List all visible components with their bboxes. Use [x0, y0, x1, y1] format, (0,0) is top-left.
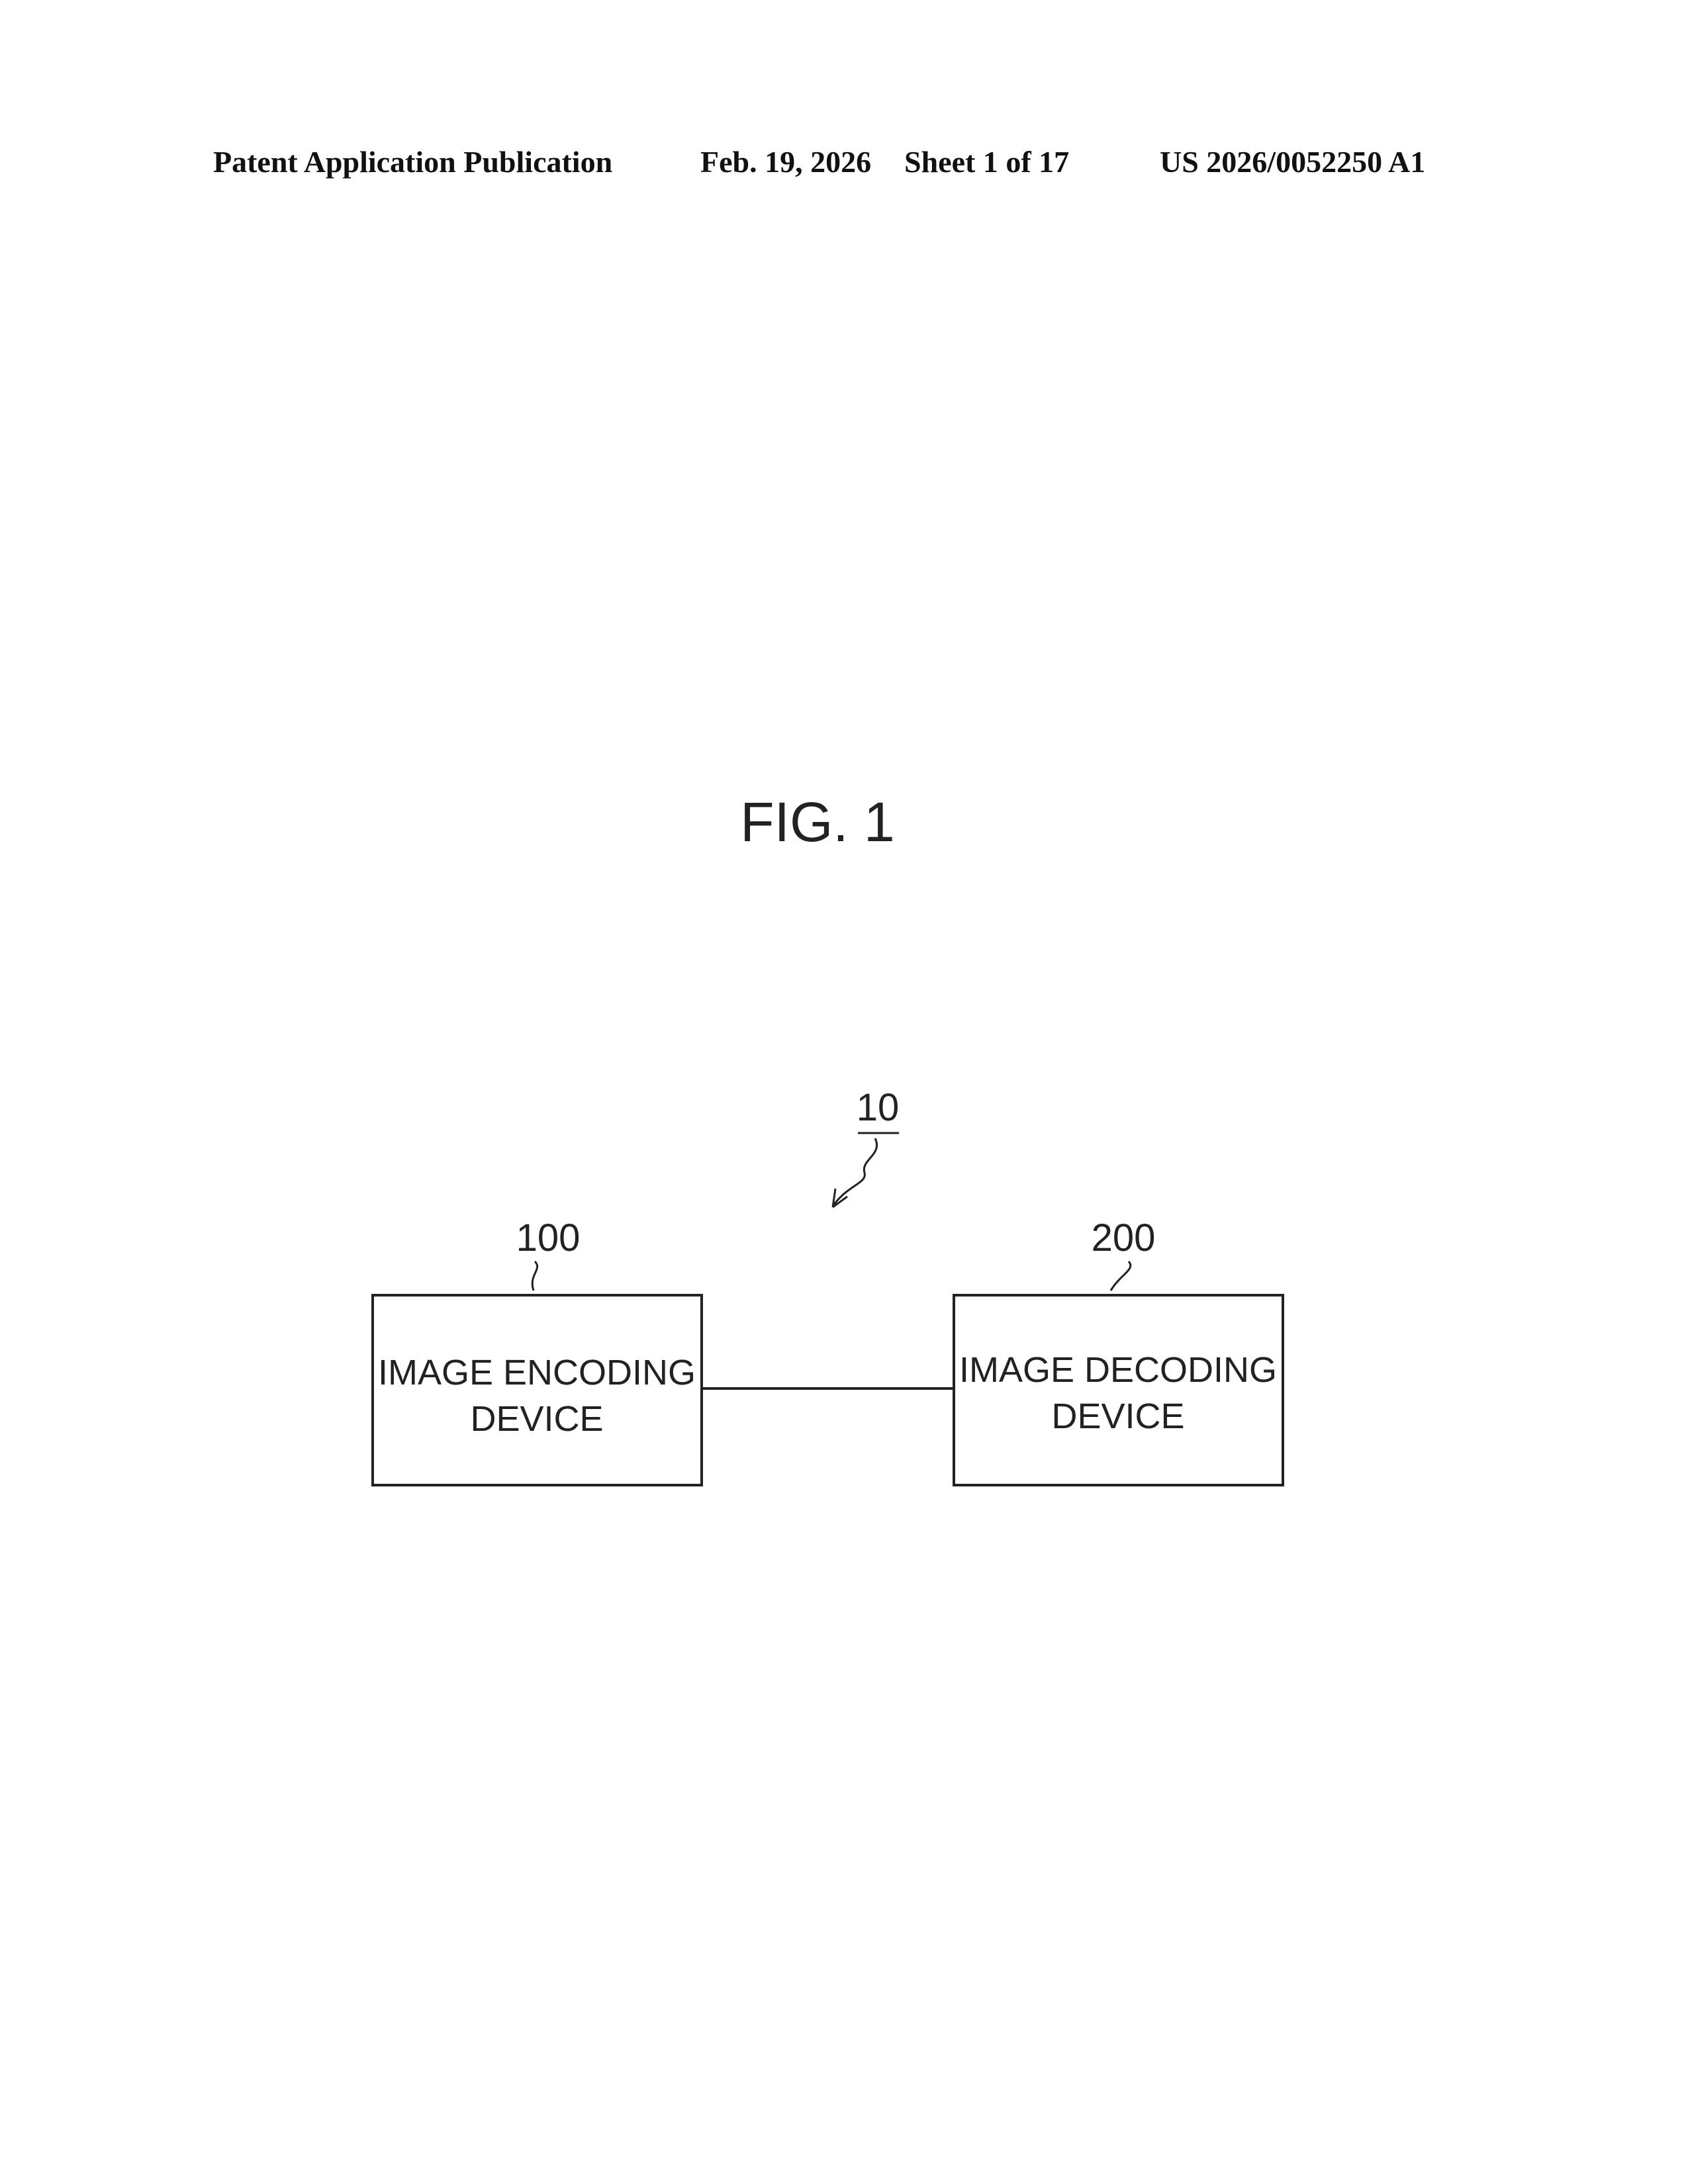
decoder-label-line2: DEVICE	[1051, 1396, 1184, 1436]
encoder-ref-label: 100	[516, 1216, 581, 1259]
encoder-label-line2: DEVICE	[470, 1399, 603, 1439]
decoder-block: 200 IMAGE DECODING DEVICE	[954, 1216, 1283, 1485]
decoder-box	[954, 1295, 1283, 1485]
decoder-ref-leader	[1111, 1261, 1131, 1291]
system-ref-label: 10	[857, 1086, 900, 1129]
system-ref-leader	[834, 1138, 877, 1205]
decoder-label-line1: IMAGE DECODING	[959, 1350, 1277, 1390]
encoder-block: 100 IMAGE ENCODING DEVICE	[373, 1216, 702, 1485]
encoder-ref-leader	[532, 1261, 537, 1291]
system-reference: 10	[833, 1086, 899, 1207]
decoder-ref-label: 200	[1092, 1216, 1156, 1259]
encoder-label-line1: IMAGE ENCODING	[378, 1353, 696, 1392]
